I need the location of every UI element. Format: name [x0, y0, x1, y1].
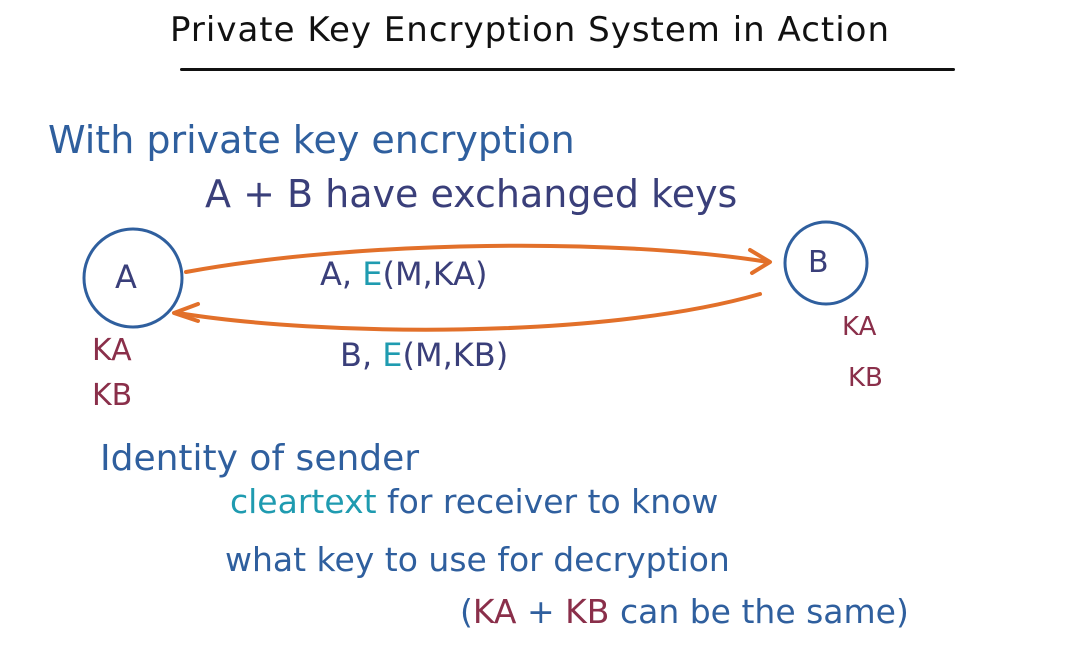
node-b-key-a: KA: [842, 312, 877, 342]
arrow-b-to-a: [176, 292, 762, 332]
note-receiver-text: for receiver to know: [387, 482, 719, 521]
node-b-label: B: [808, 245, 829, 280]
same-key-a: KA: [472, 592, 517, 631]
cipher-args: (M,KA): [382, 255, 488, 293]
same-key-b: KB: [565, 592, 610, 631]
node-a-key-b: KB: [92, 378, 133, 413]
arrowhead-at-a: [172, 302, 200, 323]
note-same-key: (KA + KB can be the same): [460, 592, 909, 631]
message-a-to-b: A, E(M,KA): [320, 255, 488, 293]
node-b-key-b: KB: [848, 363, 883, 393]
message-sender: A,: [320, 255, 353, 293]
open-paren: (: [460, 592, 473, 631]
cleartext-highlight: cleartext: [230, 482, 377, 521]
note-identity: Identity of sender: [100, 438, 420, 479]
title-underline: [180, 68, 955, 71]
node-a-circle: [82, 227, 184, 329]
message-b-to-a: B, E(M,KB): [340, 336, 508, 374]
node-a-label: A: [115, 258, 137, 296]
cipher-function: E: [382, 336, 403, 374]
cipher-function: E: [362, 255, 383, 293]
message-sender: B,: [340, 336, 373, 374]
same-key-text: can be the same): [619, 592, 909, 631]
arrowhead-at-b: [748, 248, 772, 275]
page-title: Private Key Encryption System in Action: [170, 10, 891, 50]
cipher-args: (M,KB): [402, 336, 509, 374]
intro-line-1: With private key encryption: [48, 118, 575, 162]
intro-line-2: A + B have exchanged keys: [205, 172, 738, 216]
note-cleartext: cleartext for receiver to know: [230, 482, 718, 521]
node-a-key-a: KA: [92, 333, 132, 368]
node-b-circle: [783, 220, 869, 306]
plus-sign: +: [527, 592, 555, 631]
note-decryption: what key to use for decryption: [225, 540, 730, 579]
arrow-a-to-b: [184, 243, 770, 274]
